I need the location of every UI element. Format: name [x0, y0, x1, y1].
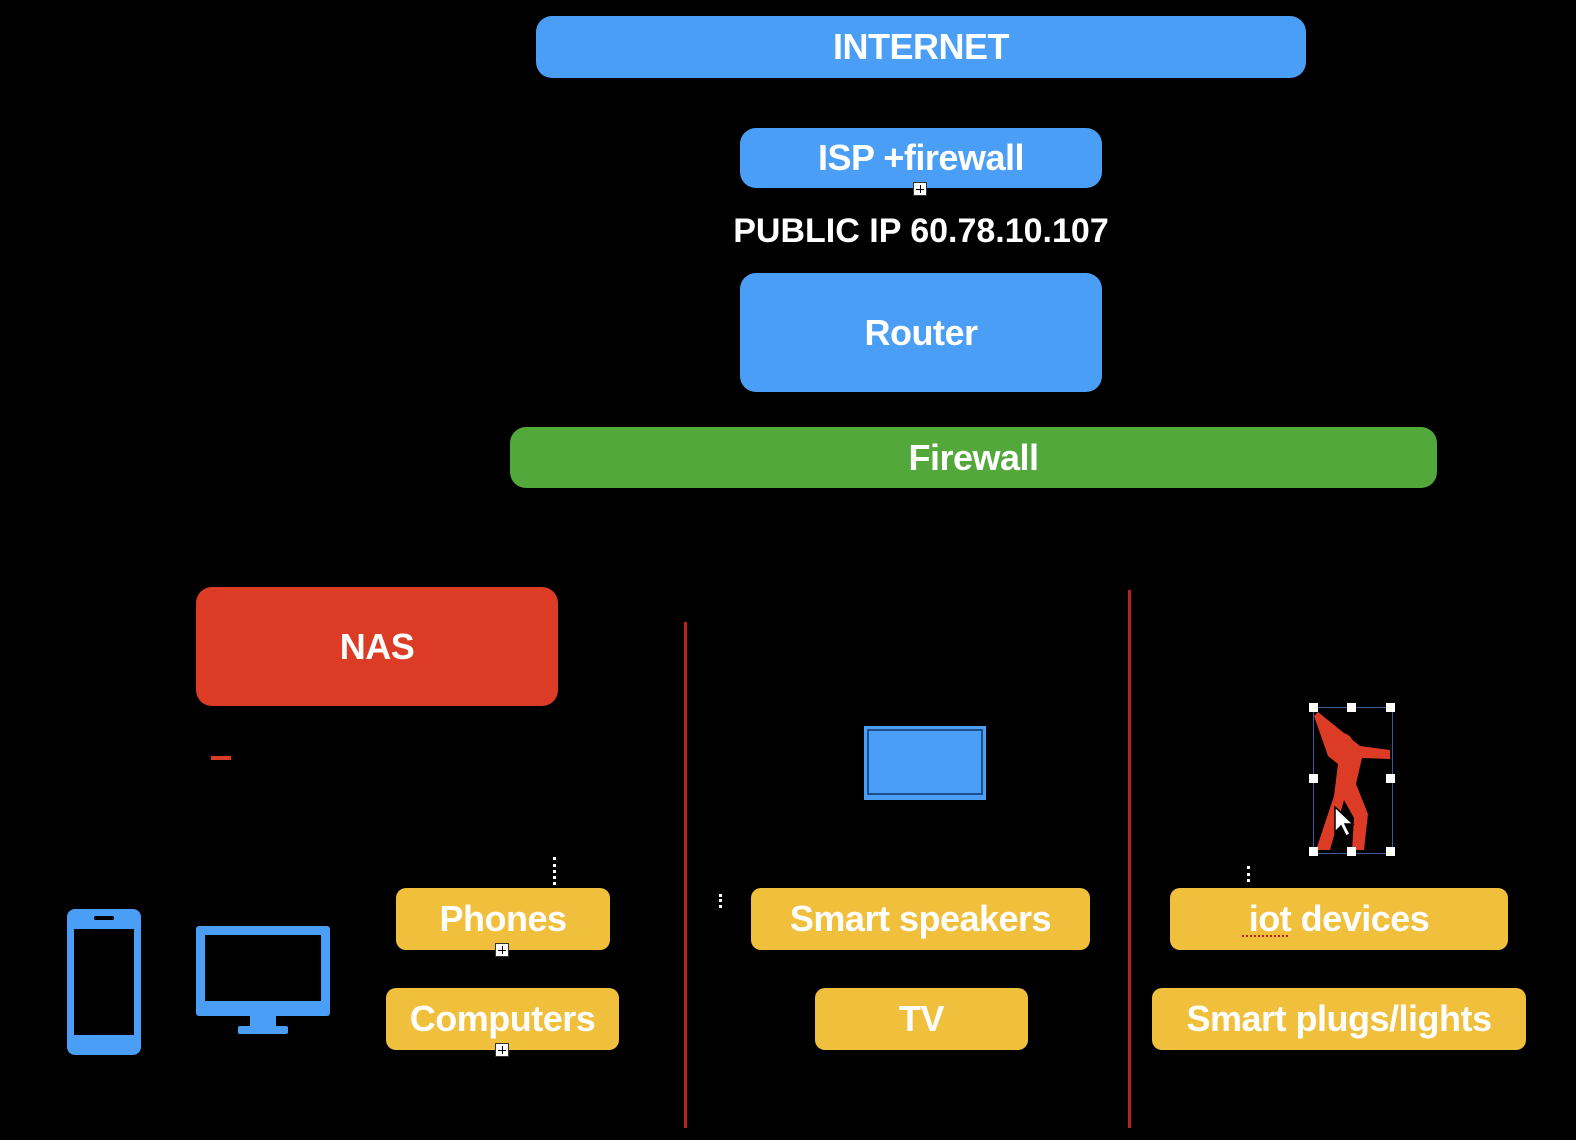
connection-handle[interactable]	[495, 943, 509, 957]
dotted-connector	[553, 857, 559, 885]
computers-box[interactable]: Computers	[386, 988, 619, 1050]
iot-devices-label: iot devices	[1248, 898, 1430, 939]
nas-label: NAS	[339, 625, 415, 667]
internet-label: INTERNET	[833, 26, 1010, 67]
computers-label: Computers	[409, 998, 596, 1039]
cursor-icon	[1334, 806, 1355, 838]
zone-divider-right	[1128, 590, 1131, 1128]
selection-handle[interactable]	[1347, 847, 1356, 856]
connection-handle[interactable]	[495, 1043, 509, 1057]
zone-divider-left	[684, 622, 687, 1128]
selection-handle[interactable]	[1309, 774, 1318, 783]
phones-box[interactable]: Phones	[396, 888, 610, 950]
phones-label: Phones	[439, 898, 567, 939]
selection-handle[interactable]	[1347, 703, 1356, 712]
selection-handle[interactable]	[1386, 774, 1395, 783]
nas-box[interactable]: NAS	[196, 587, 558, 706]
connection-handle[interactable]	[913, 182, 927, 196]
isp-firewall-label: ISP +firewall	[818, 137, 1024, 178]
selection-handle[interactable]	[1386, 703, 1395, 712]
tv-label: TV	[898, 998, 945, 1039]
smart-plugs-label: Smart plugs/lights	[1186, 998, 1492, 1039]
smart-plugs-box[interactable]: Smart plugs/lights	[1152, 988, 1526, 1050]
phone-icon	[67, 909, 141, 1055]
tv-box[interactable]: TV	[815, 988, 1028, 1050]
firewall-box[interactable]: Firewall	[510, 427, 1437, 488]
dotted-connector	[719, 894, 725, 908]
selection-handle[interactable]	[1309, 703, 1318, 712]
router-label: Router	[864, 311, 979, 353]
router-box[interactable]: Router	[740, 273, 1102, 392]
isp-firewall-box[interactable]: ISP +firewall	[740, 128, 1102, 188]
tablet-icon	[864, 726, 986, 800]
smart-speakers-label: Smart speakers	[789, 898, 1052, 939]
small-red-mark	[211, 756, 231, 760]
internet-box[interactable]: INTERNET	[536, 16, 1306, 78]
dotted-connector	[1247, 866, 1253, 882]
selection-handle[interactable]	[1309, 847, 1318, 856]
smart-speakers-box[interactable]: Smart speakers	[751, 888, 1090, 950]
golfer-icon[interactable]	[1310, 704, 1396, 856]
selection-handle[interactable]	[1386, 847, 1395, 856]
monitor-icon	[196, 926, 330, 1034]
iot-devices-box[interactable]: iot devices	[1170, 888, 1508, 950]
spellcheck-underline	[1242, 933, 1288, 937]
firewall-label: Firewall	[908, 436, 1039, 478]
public-ip-text: PUBLIC IP 60.78.10.107	[733, 212, 1109, 250]
